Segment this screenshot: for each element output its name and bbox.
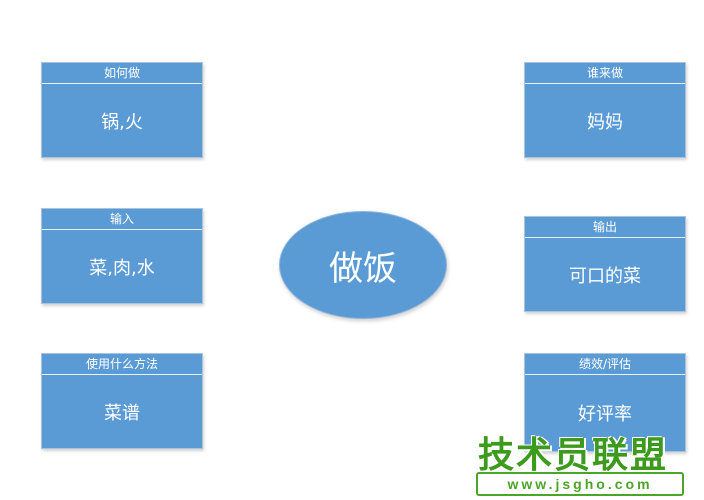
central-node-label: 做饭: [329, 248, 397, 289]
card-how-title: 如何做: [42, 63, 202, 84]
card-input: 输入 菜,肉,水: [41, 208, 203, 304]
card-how-content: 锅,火: [42, 84, 202, 157]
card-method-content: 菜谱: [42, 375, 202, 448]
watermark-logo: 技术员联盟 www.jsgho.com: [470, 426, 702, 496]
card-output-content: 可口的菜: [525, 238, 685, 311]
card-output: 输出 可口的菜: [524, 216, 686, 312]
card-method-title: 使用什么方法: [42, 354, 202, 375]
card-evaluation-title: 绩效/评估: [525, 354, 685, 375]
card-evaluation-content: 好评率: [525, 375, 685, 451]
card-output-title: 输出: [525, 217, 685, 238]
card-who-title: 谁来做: [525, 63, 685, 84]
central-node-cook: 做饭: [279, 211, 447, 319]
card-how-to-do: 如何做 锅,火: [41, 62, 203, 158]
card-input-content: 菜,肉,水: [42, 230, 202, 303]
card-who-does: 谁来做 妈妈: [524, 62, 686, 158]
card-evaluation: 绩效/评估 好评率: [524, 353, 686, 452]
watermark-url: www.jsgho.com: [476, 472, 684, 496]
watermark-title: 技术员联盟: [478, 435, 669, 476]
card-method: 使用什么方法 菜谱: [41, 353, 203, 449]
card-input-title: 输入: [42, 209, 202, 230]
card-who-content: 妈妈: [525, 84, 685, 157]
